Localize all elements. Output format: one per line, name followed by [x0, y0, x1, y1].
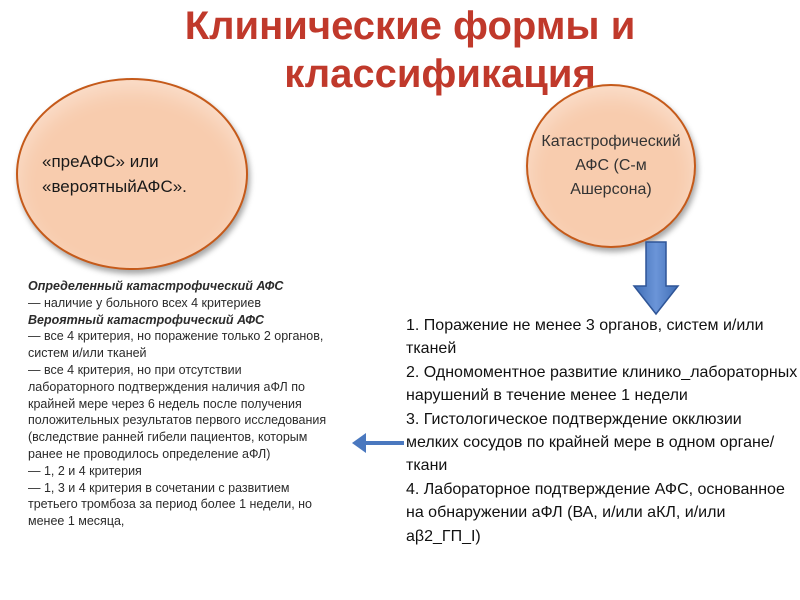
left-text-line: — 1, 3 и 4 критерия в сочетании с развит… — [28, 480, 312, 529]
catastrophic-aps-oval-text: Катастрофический АФС (С-м Ашерсона) — [541, 133, 681, 198]
criteria-item: 3. Гистологическое подтверждение окклюзи… — [406, 410, 775, 475]
catastrophic-aps-criteria-notes: Определенный катастрофический АФС — нали… — [28, 278, 328, 530]
criteria-item: 2. Одномоментное развитие клинико_лабора… — [406, 363, 798, 405]
pre-aps-oval: «преАФС» или «вероятныйАФС». — [16, 78, 248, 270]
criteria-item: 1. Поражение не менее 3 органов, систем … — [406, 317, 764, 358]
catastrophic-aps-criteria-list: 1. Поражение не менее 3 органов, систем … — [406, 314, 798, 548]
down-arrow-icon — [632, 241, 680, 316]
slide-title: Клинические формы и классификация — [0, 2, 800, 98]
pre-aps-oval-line-2: «вероятныйАФС». — [42, 177, 187, 196]
criteria-item: 4. Лабораторное подтверждение АФС, основ… — [406, 480, 785, 545]
left-text-line: — все 4 критерия, но поражение только 2 … — [28, 329, 324, 361]
slide-title-line-2: классификация — [284, 52, 596, 96]
left-arrow-icon — [352, 433, 404, 453]
left-text-line: Вероятный катастрофический АФС — [28, 312, 265, 327]
slide-title-line-1: Клинические формы и — [184, 4, 636, 48]
catastrophic-aps-oval: Катастрофический АФС (С-м Ашерсона) — [526, 84, 696, 248]
pre-aps-oval-line-1: «преАФС» или — [42, 152, 159, 171]
left-text-line: — все 4 критерия, но при отсутствии лабо… — [28, 362, 327, 461]
left-text-line: — 1, 2 и 4 критерия — [28, 463, 142, 478]
left-text-line: Определенный катастрофический АФС — [28, 279, 284, 293]
left-text-line: — наличие у больного всех 4 критериев — [28, 295, 261, 310]
